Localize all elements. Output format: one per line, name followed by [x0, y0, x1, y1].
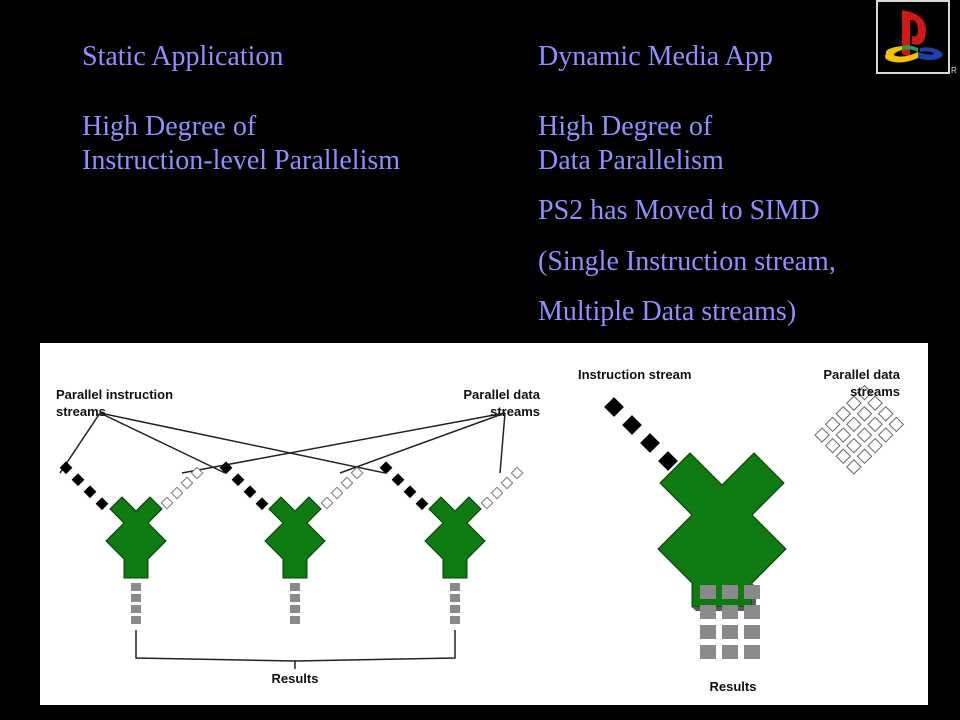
label-instruction-stream: Instruction stream [578, 367, 691, 382]
right-text-line5: Multiple Data streams) [538, 296, 797, 327]
results-grid [700, 585, 760, 659]
data-streams [160, 466, 524, 510]
left-text-line1: High Degree of [82, 111, 257, 142]
label-results-right: Results [710, 679, 757, 694]
processor-unit [424, 496, 486, 579]
single-instruction-stream [604, 397, 678, 471]
left-processors [105, 496, 486, 579]
label-streams-left: streams [56, 404, 106, 419]
label-data-streams-left: streams [490, 404, 540, 419]
left-text-line2: Instruction-level Parallelism [82, 145, 401, 176]
processor-unit [264, 496, 326, 579]
trademark-mark: R [951, 66, 957, 75]
right-text-line3: PS2 has Moved to SIMD [538, 195, 820, 226]
instruction-streams [59, 461, 429, 511]
playstation-logo-icon [876, 0, 950, 74]
label-parallel-data-right: Parallel data [823, 367, 900, 382]
right-text-line4: (Single Instruction stream, [538, 246, 836, 277]
right-text-line2: Data Parallelism [538, 145, 724, 176]
parallelism-diagram: Parallel instruction streams Parallel da… [40, 343, 928, 705]
label-parallel-data: Parallel data [463, 387, 540, 402]
right-text-line1: High Degree of [538, 111, 713, 142]
label-parallel-instruction: Parallel instruction [56, 387, 173, 402]
result-streams [131, 583, 460, 624]
processor-unit [105, 496, 167, 579]
connector-lines [59, 412, 506, 669]
diagram-svg: Parallel instruction streams Parallel da… [56, 367, 905, 694]
heading-static-application: Static Application [82, 41, 284, 72]
heading-dynamic-media-app: Dynamic Media App [538, 41, 773, 72]
parallel-data-grid [814, 384, 905, 475]
label-results-left: Results [272, 671, 319, 686]
label-data-streams-right: streams [850, 384, 900, 399]
